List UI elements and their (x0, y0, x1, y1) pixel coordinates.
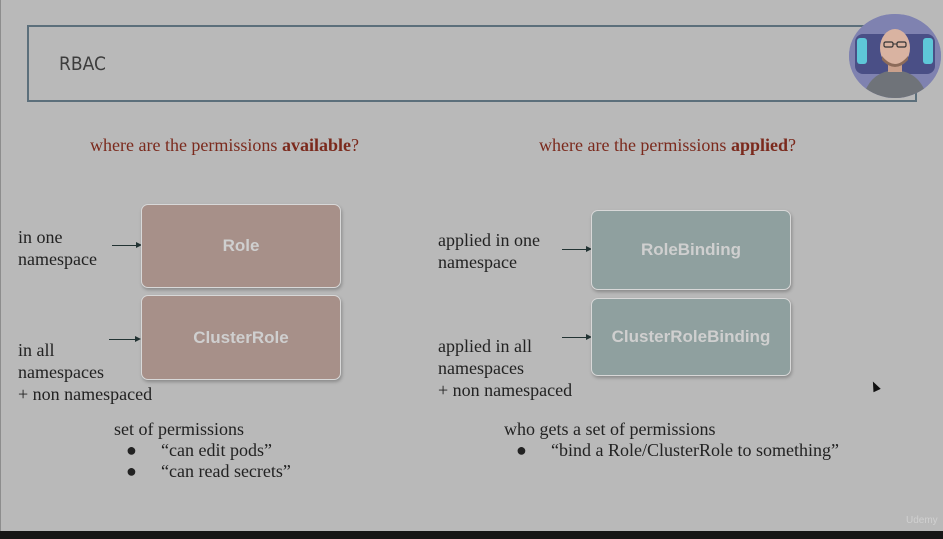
heading-applied-post: ? (787, 135, 796, 155)
presenter-avatar-icon (849, 14, 941, 98)
label-line: namespace (438, 252, 517, 272)
bullet-icon: ● (126, 440, 137, 460)
label-line: namespace (18, 249, 97, 269)
udemy-watermark: Udemy (906, 515, 938, 526)
clusterrolebinding-box: ClusterRoleBinding (591, 298, 791, 376)
rolebinding-box: RoleBinding (591, 210, 791, 290)
heading-applied-pre: where are the permissions (539, 135, 731, 155)
heading-available-bold: available (281, 135, 351, 155)
label-line: namespaces (18, 362, 104, 382)
heading-applied-bold: applied (730, 135, 788, 155)
heading-available-pre: where are the permissions (90, 135, 282, 155)
title-box: RBAC (27, 25, 917, 102)
label-in-all-namespaces: in all namespaces + non namespaced (18, 339, 152, 405)
role-box: Role (141, 204, 341, 288)
arrow-to-rolebinding (562, 246, 592, 252)
mouse-cursor-icon (869, 379, 881, 393)
label-line: in one (18, 227, 63, 247)
heading-applied: where are the permissions applied? (539, 135, 796, 156)
label-applied-in-one-namespace: applied in one namespace (438, 229, 540, 273)
slide-title: RBAC (59, 53, 106, 75)
label-in-one-namespace: in one namespace (18, 226, 97, 270)
label-line: applied in one (438, 230, 540, 250)
list-item: “can edit pods” (161, 440, 272, 460)
list-item: “bind a Role/ClusterRole to something” (551, 440, 839, 460)
list-item: “can read secrets” (161, 461, 291, 481)
binding-list: ● “bind a Role/ClusterRole to something” (516, 440, 896, 462)
label-line: in all (18, 340, 55, 360)
clusterrole-box: ClusterRole (141, 295, 341, 380)
label-applied-in-all-namespaces: applied in all namespaces + non namespac… (438, 335, 572, 401)
bullet-icon: ● (126, 461, 137, 481)
label-line: applied in all (438, 336, 532, 356)
arrow-to-role (112, 242, 142, 248)
bullet-icon: ● (516, 440, 527, 460)
summary-who-gets-permissions: who gets a set of permissions (504, 419, 716, 439)
arrow-to-clusterrole (109, 336, 141, 342)
heading-available: where are the permissions available? (90, 135, 359, 156)
label-line: + non namespaced (438, 380, 573, 400)
arrow-to-clusterrolebinding (562, 334, 592, 340)
summary-set-of-permissions: set of permissions (114, 419, 244, 439)
presenter-webcam (849, 14, 941, 98)
label-line: + non namespaced (18, 384, 153, 404)
label-line: namespaces (438, 358, 524, 378)
video-bottom-bar (0, 531, 943, 539)
heading-available-post: ? (350, 135, 359, 155)
permissions-list: ● “can edit pods” ● “can read secrets” (126, 440, 426, 484)
